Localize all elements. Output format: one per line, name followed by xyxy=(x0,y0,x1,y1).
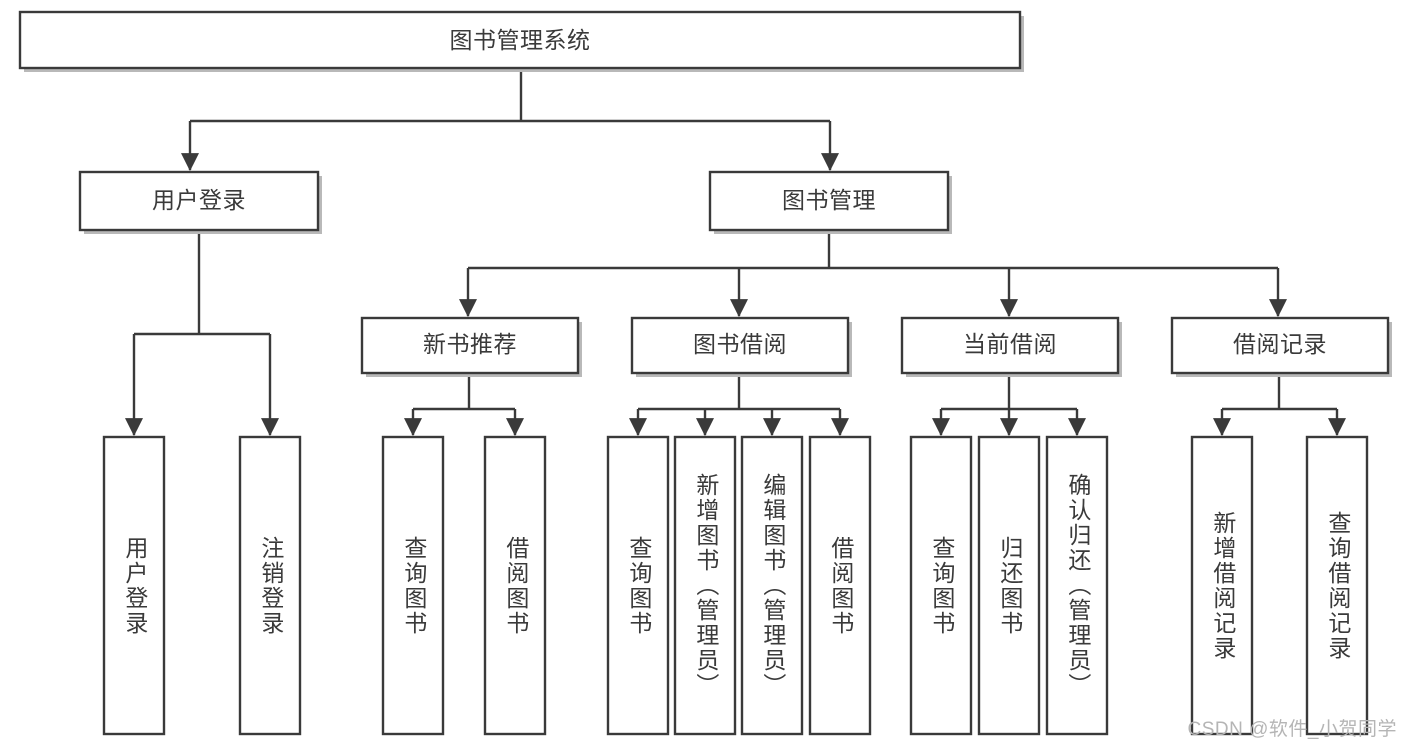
node-borrow-record[interactable]: 借阅记录 xyxy=(1170,316,1392,377)
current-borrow-box xyxy=(900,316,1120,375)
book-manage-label: 图书管理 xyxy=(782,187,876,213)
leaf-box-query-book-2[interactable] xyxy=(606,435,670,736)
new-book-recommend-label: 新书推荐 xyxy=(423,331,517,357)
root-label: 图书管理系统 xyxy=(450,27,591,53)
leaf-box-edit-book[interactable] xyxy=(740,435,804,736)
leaf-box-borrow-book-2[interactable] xyxy=(808,435,872,736)
leaf-box-borrow-book-1[interactable] xyxy=(483,435,547,736)
root-box xyxy=(18,10,1022,70)
leaf-box-add-record[interactable] xyxy=(1190,435,1254,736)
new-book-recommend-box xyxy=(360,316,580,375)
leaf-box-user-logout[interactable] xyxy=(238,435,302,736)
leaf-box-query-book-1[interactable] xyxy=(381,435,445,736)
leaf-box-confirm-return[interactable] xyxy=(1045,435,1109,736)
book-manage-box xyxy=(708,170,950,232)
node-new-book-recommend[interactable]: 新书推荐 xyxy=(360,316,582,377)
node-user-login[interactable]: 用户登录 xyxy=(78,170,322,234)
node-root[interactable]: 图书管理系统 xyxy=(18,10,1024,72)
edge-group xyxy=(125,70,1346,437)
leaf-box-query-book-3[interactable] xyxy=(909,435,973,736)
book-borrow-label: 图书借阅 xyxy=(693,331,787,357)
node-current-borrow[interactable]: 当前借阅 xyxy=(900,316,1122,377)
leaf-box-group xyxy=(102,435,1369,736)
node-book-borrow[interactable]: 图书借阅 xyxy=(630,316,852,377)
borrow-record-label: 借阅记录 xyxy=(1233,331,1327,357)
leaf-box-return-book[interactable] xyxy=(977,435,1041,736)
leaf-box-add-book[interactable] xyxy=(673,435,737,736)
leaf-box-user-login[interactable] xyxy=(102,435,166,736)
user-login-label: 用户登录 xyxy=(152,187,246,213)
borrow-record-box xyxy=(1170,316,1390,375)
node-book-manage[interactable]: 图书管理 xyxy=(708,170,952,234)
csdn-watermark: CSDN @软件_小贺同学 xyxy=(1187,719,1397,740)
book-borrow-box xyxy=(630,316,850,375)
leaf-box-query-record[interactable] xyxy=(1305,435,1369,736)
user-login-box xyxy=(78,170,320,232)
current-borrow-label: 当前借阅 xyxy=(963,331,1057,357)
